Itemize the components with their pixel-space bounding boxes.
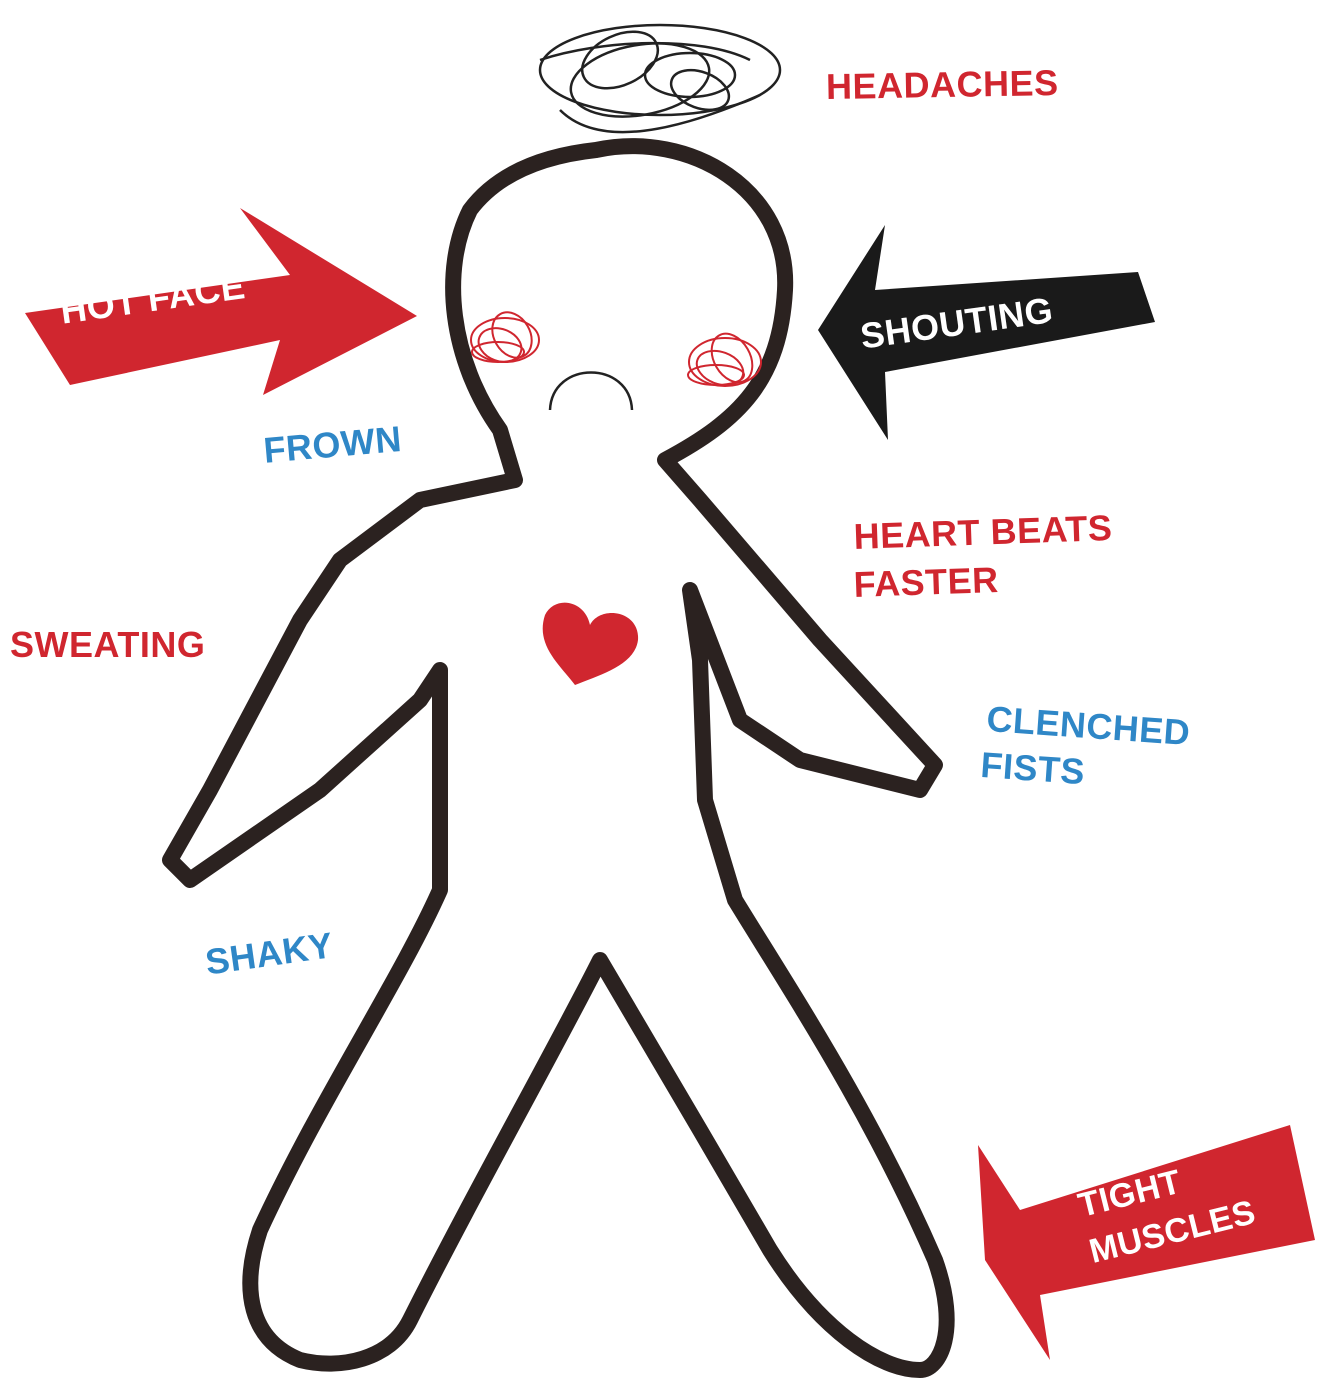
tangled-scribble-icon (540, 20, 780, 132)
clenched-label-line2: FISTS (979, 746, 1086, 791)
sweating-label: SWEATING (10, 626, 205, 664)
heart-beats-label-line1: HEART BEATS (853, 509, 1113, 556)
frown-mouth (550, 373, 632, 411)
heart-icon (543, 603, 638, 685)
red-scribble-icon (471, 305, 761, 391)
heart-beats-label-line2: FASTER (853, 561, 999, 604)
headaches-label: HEADACHES (826, 64, 1059, 106)
